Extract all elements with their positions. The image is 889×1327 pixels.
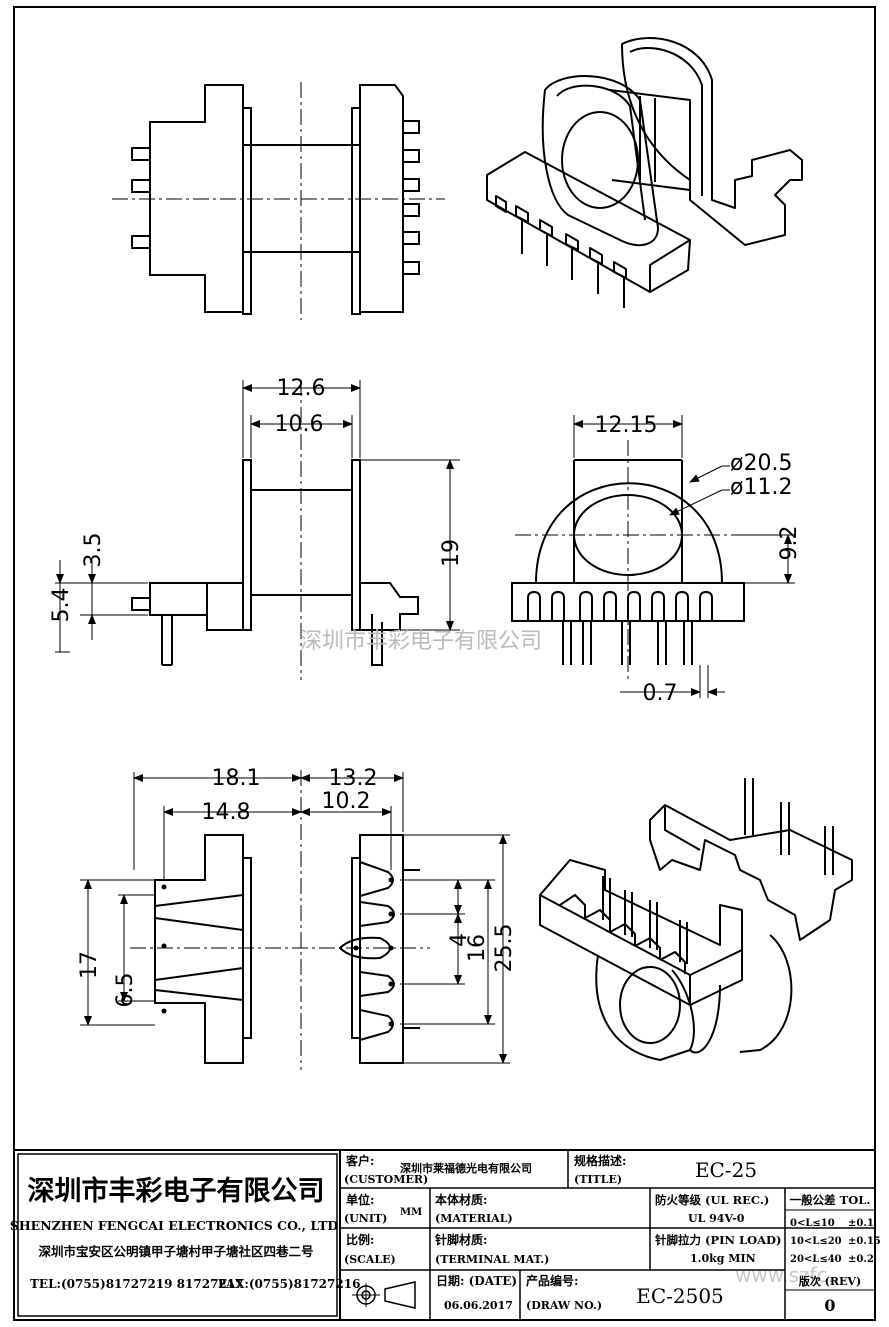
draw-no-label: 产品编号: [526,1273,578,1288]
fire-rating-label: 防火等级 (UL REC.) [655,1193,769,1207]
rev-value: 0 [824,1296,835,1315]
isometric-view-bottom [539,778,853,1061]
scale-label-en: (SCALE) [344,1253,396,1266]
dim-dia-11-2: ø11.2 [730,475,792,500]
sheet-border [13,6,876,1321]
unit-label: 单位: [346,1192,374,1207]
company-tel: TEL:(0755)81727219 81727217 [30,1277,243,1291]
unit-label-en: (UNIT) [344,1212,387,1225]
date-label: 日期: (DATE) [436,1273,517,1288]
pin-load-label: 针脚拉力 (PIN LOAD) [655,1233,781,1247]
top-view-centerlines [112,82,445,320]
bottom-view-dimension-lines [80,772,510,1064]
side-view-dimension-lines [55,380,460,653]
dim-18-1: 18.1 [212,766,261,791]
title-value: EC-25 [695,1158,757,1182]
tolerance-value-1: ±0.1 [848,1218,874,1229]
tolerance-range-2: 10<L≤20 [790,1236,842,1247]
rev-label: 版次 (REV) [799,1274,861,1288]
watermark-text: 深圳市丰彩电子有限公司 [300,629,542,654]
projection-symbol-icon [352,1281,416,1309]
front-view-dimension-lines [573,415,795,698]
terminal-label-en: (TERMINAL MAT.) [435,1253,549,1266]
material-label-en: (MATERIAL) [435,1212,513,1225]
company-fax: FAX:(0755)81727216 [218,1277,360,1291]
top-view [131,84,420,315]
bottom-view-pin-dots [161,877,394,1027]
fire-rating-value: UL 94V-0 [688,1212,745,1225]
customer-value: 深圳市莱福德光电有限公司 [400,1161,532,1175]
scale-label: 比例: [346,1232,374,1247]
dim-17: 17 [77,951,102,979]
dim-6-5: 6.5 [113,973,138,1008]
dim-25-5: 25.5 [492,924,517,973]
bottom-view-centerlines [130,770,430,1070]
title-label: 规格描述: [574,1153,626,1168]
isometric-view-top [486,37,803,308]
terminal-label: 针脚材质: [435,1232,487,1247]
draw-no-value: EC-2505 [636,1284,724,1308]
dim-3-5: 3.5 [81,533,106,568]
front-view-centerline [515,440,760,680]
dim-10-6: 10.6 [275,412,324,437]
dim-19: 19 [439,539,464,567]
unit-value: MM [400,1207,422,1218]
website-watermark: www.szfc... [735,1263,847,1287]
material-label: 本体材质: [435,1192,487,1207]
dim-dia-20-5: ø20.5 [730,451,792,476]
dim-9-2: 9.2 [777,526,802,561]
company-address: 深圳市宝安区公明镇甲子塘村甲子塘社区四巷二号 [38,1244,313,1259]
tolerance-value-3: ±0.2 [848,1254,874,1265]
date-value: 06.06.2017 [444,1299,513,1312]
dim-16: 16 [465,934,490,962]
dim-13-2: 13.2 [329,766,378,791]
dim-0-7: 0.7 [643,681,678,706]
customer-label-en: (CUSTOMER) [344,1173,428,1186]
dim-10-2: 10.2 [322,789,371,814]
tolerance-range-1: 0<L≤10 [790,1218,835,1229]
draw-no-label-en: (DRAW NO.) [526,1299,602,1312]
tolerance-range-3: 20<L≤40 [790,1254,842,1265]
tolerance-label: 一般公差 TOL. [790,1193,871,1207]
title-label-en: (TITLE) [574,1173,622,1186]
dim-4: 4 [447,933,472,947]
company-name-en: SHENZHEN FENGCAI ELECTRONICS CO., LTD. [10,1218,342,1233]
dim-12-6: 12.6 [277,376,326,401]
dim-14-8: 14.8 [202,800,251,825]
title-block-grid [13,1149,876,1321]
tolerance-value-2: ±0.15 [848,1236,881,1247]
pin-load-value: 1.0kg MIN [690,1252,756,1265]
customer-label: 客户: [345,1153,374,1168]
company-name-cn: 深圳市丰彩电子有限公司 [28,1175,325,1207]
dim-12-15: 12.15 [595,413,658,438]
bottom-view [154,834,420,1064]
side-view [131,459,419,666]
dim-5-4: 5.4 [49,588,74,623]
